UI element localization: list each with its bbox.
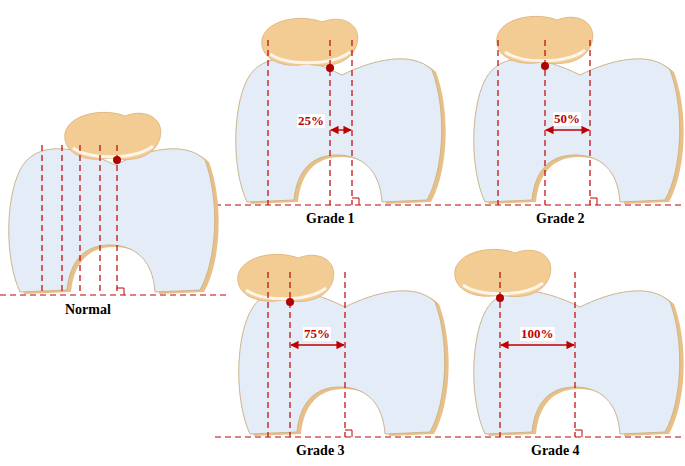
percent-label: 75% [303,327,331,341]
percent-label: 100% [520,327,555,341]
grade-label: Normal [65,302,111,317]
grade-label: Grade 4 [531,443,580,458]
percent-label: 25% [297,114,325,128]
grade-label: Grade 1 [306,211,355,226]
grade-label: Grade 3 [296,443,345,458]
grade-label: Grade 2 [536,211,585,226]
percent-label: 50% [553,112,581,126]
